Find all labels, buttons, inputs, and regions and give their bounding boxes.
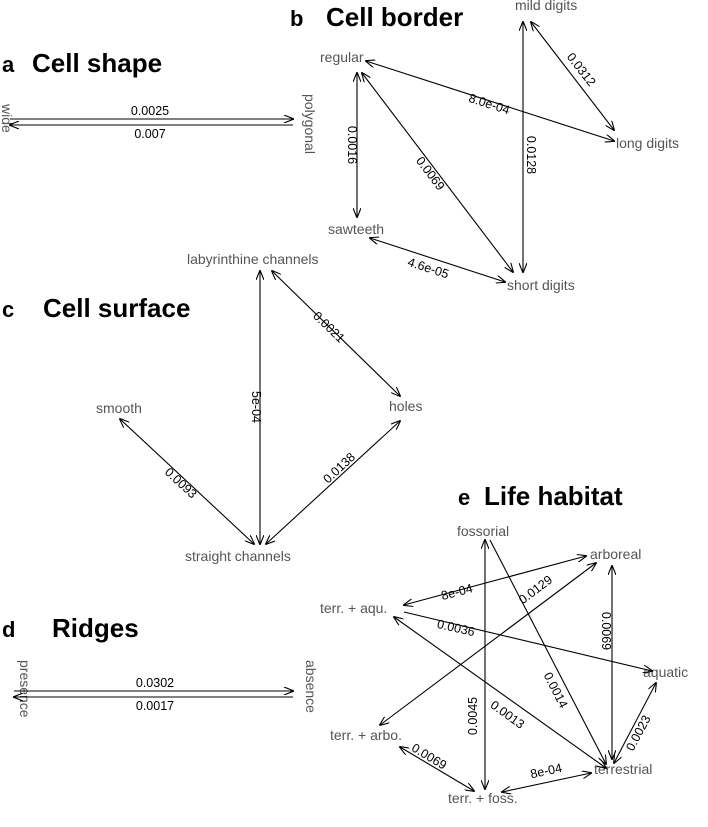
panel-d: d Ridges presence absence 0.0302 0.0017	[2, 613, 319, 718]
node-arboreal: arboreal	[590, 546, 641, 562]
panel-b: b Cell border mild digits regular long d…	[290, 0, 679, 293]
rate-wide-to-polygonal: 0.0025	[131, 104, 169, 118]
node-sawteeth: sawteeth	[328, 221, 384, 237]
rate-mild-short: 0.0128	[524, 136, 538, 174]
rate-sawteeth-short: 4.6e-05	[406, 255, 451, 281]
panel-e: e Life habitat fossorial arboreal terr. …	[320, 481, 688, 806]
edge-labyrinthine-holes	[272, 271, 400, 396]
edge-fossorial-terrestrial	[489, 539, 606, 764]
rate-aqu-arboreal: 8e-04	[440, 581, 475, 603]
node-smooth: smooth	[96, 400, 142, 416]
edge-sawteeth-short	[370, 238, 505, 282]
node-absence: absence	[303, 660, 319, 713]
panel-c: c Cell surface labyrinthine channels smo…	[2, 251, 422, 564]
edge-aqu-terrestrial	[394, 617, 606, 768]
node-terrestrial: terrestrial	[594, 761, 652, 777]
rate-regular-short: 0.0069	[413, 154, 447, 193]
node-holes: holes	[389, 398, 422, 414]
rate-presence-to-absence: 0.0302	[136, 676, 174, 690]
panel-d-letter: d	[2, 617, 15, 642]
node-straight-channels: straight channels	[185, 548, 291, 564]
panel-b-letter: b	[290, 6, 303, 31]
rate-aquatic-terrestrial: 0.0023	[623, 713, 653, 753]
node-polygonal: polygonal	[302, 94, 318, 154]
edge-aqu-arboreal	[404, 556, 586, 605]
rate-smooth-straight: 0.0093	[162, 465, 200, 501]
edge-tfoss-terrestrial	[502, 773, 591, 792]
node-long-digits: long digits	[616, 135, 679, 151]
panel-e-letter: e	[458, 485, 470, 510]
rate-straight-holes: 0.0138	[321, 450, 359, 486]
node-labyrinthine-channels: labyrinthine channels	[187, 251, 319, 267]
edge-smooth-straight	[120, 419, 254, 544]
panel-a-title: Cell shape	[32, 48, 162, 78]
rate-aqu-terrestrial: 0.0013	[488, 698, 527, 732]
panel-d-title: Ridges	[52, 613, 139, 643]
rate-absence-to-presence: 0.0017	[136, 699, 174, 713]
panel-c-letter: c	[2, 297, 14, 322]
rate-labyrinthine-holes: 0.0021	[310, 309, 347, 346]
node-terr-foss: terr. + foss.	[448, 790, 518, 806]
rate-tfoss-terrestrial: 8e-04	[529, 761, 563, 781]
node-terr-aqu: terr. + aqu.	[320, 600, 387, 616]
node-wide: wide	[0, 103, 15, 133]
node-presence: presence	[17, 660, 33, 718]
rate-labyrinthine-straight: 5e-04	[249, 391, 263, 423]
panel-a: a Cell shape wide polygonal 0.0025 0.007	[0, 48, 318, 154]
rate-fossorial-terrestrial: 0.0014	[541, 670, 571, 710]
rate-arbo-arboreal: 0.0129	[516, 573, 555, 607]
rate-arboreal-terrestrial: 0.0069	[599, 612, 613, 650]
edge-aquatic-terrestrial	[614, 683, 656, 763]
node-fossorial: fossorial	[457, 523, 509, 539]
node-terr-arbo: terr. + arbo.	[330, 727, 402, 743]
panel-e-title: Life habitat	[484, 481, 623, 511]
edge-arbo-tfoss	[400, 747, 474, 791]
node-mild-digits: mild digits	[515, 0, 577, 13]
node-short-digits: short digits	[507, 277, 575, 293]
rate-mild-long: 0.0312	[564, 50, 599, 89]
node-regular: regular	[320, 49, 364, 65]
node-aquatic: aquatic	[643, 664, 688, 680]
panel-c-title: Cell surface	[43, 293, 190, 323]
rate-polygonal-to-wide: 0.007	[134, 127, 165, 141]
edge-straight-holes	[266, 421, 400, 544]
panel-b-title: Cell border	[326, 2, 463, 32]
rate-regular-long: 8.0e-04	[467, 91, 512, 117]
rate-aqu-aquatic: 0.0036	[436, 617, 476, 639]
panel-a-letter: a	[2, 52, 15, 77]
rate-regular-sawteeth: 0.0016	[345, 126, 359, 164]
rate-fossorial-tfoss: 0.0045	[466, 697, 480, 735]
edge-mild-long	[531, 22, 614, 130]
